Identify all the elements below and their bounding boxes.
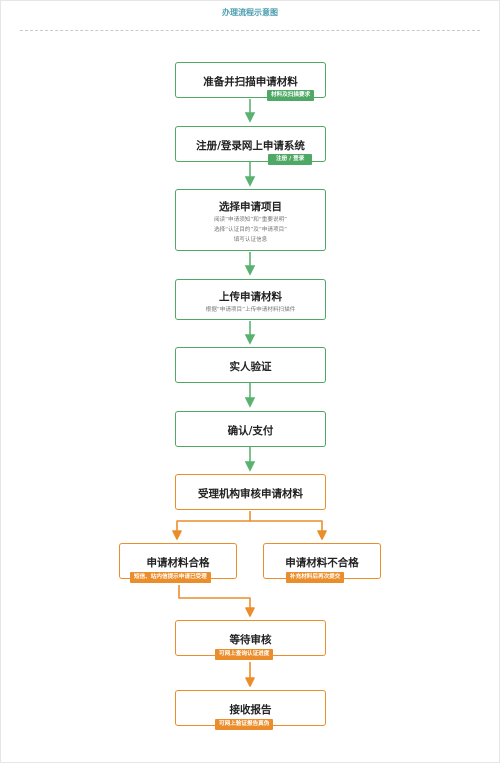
step-review: 受理机构审核申请材料 <box>175 474 326 510</box>
step-label: 申请材料合格 <box>146 557 210 569</box>
title-divider <box>20 30 480 31</box>
step-label: 接收报告 <box>229 704 272 716</box>
step-label: 受理机构审核申请材料 <box>198 488 303 500</box>
verify-report-link[interactable]: 可网上验证报告真伪 <box>215 719 274 730</box>
step-note: 阅读“申请须知”和“重要说明” <box>213 217 288 223</box>
step-confirm-pay: 确认/支付 <box>175 411 326 447</box>
branch-connector <box>176 511 251 532</box>
step-note: 选择“认证目的”及“申请项目” <box>213 227 288 233</box>
step-label: 选择申请项目 <box>219 201 282 213</box>
step-label: 确认/支付 <box>227 425 274 437</box>
step-identity-verification: 实人验证 <box>175 347 326 383</box>
check-progress-link[interactable]: 可网上查询认证进度 <box>215 649 274 660</box>
step-label: 等待审核 <box>229 634 272 646</box>
step-label: 准备并扫描申请材料 <box>203 76 298 88</box>
arrow-to-wait <box>178 585 251 609</box>
step-note: 填写认证信息 <box>233 237 268 243</box>
step-label: 实人验证 <box>229 361 272 373</box>
resubmit-note: 补充材料后再次提交 <box>286 572 345 583</box>
step-note: 根据“申请项目”上传申请材料扫描件 <box>205 307 296 313</box>
register-login-link[interactable]: 注册 / 登录 <box>268 154 313 165</box>
diagram-title: 办理流程示意图 <box>222 8 278 17</box>
step-label: 申请材料不合格 <box>285 557 359 569</box>
step-label: 上传申请材料 <box>219 291 282 303</box>
step-select-project: 选择申请项目 阅读“申请须知”和“重要说明” 选择“认证目的”及“申请项目” 填… <box>175 189 326 251</box>
qualified-note: 短信、站内信提示申请已受理 <box>130 572 211 583</box>
step-label: 注册/登录网上申请系统 <box>196 140 305 152</box>
materials-requirements-link[interactable]: 材料及扫描要求 <box>267 90 315 101</box>
step-upload-materials: 上传申请材料 根据“申请项目”上传申请材料扫描件 <box>175 279 326 320</box>
